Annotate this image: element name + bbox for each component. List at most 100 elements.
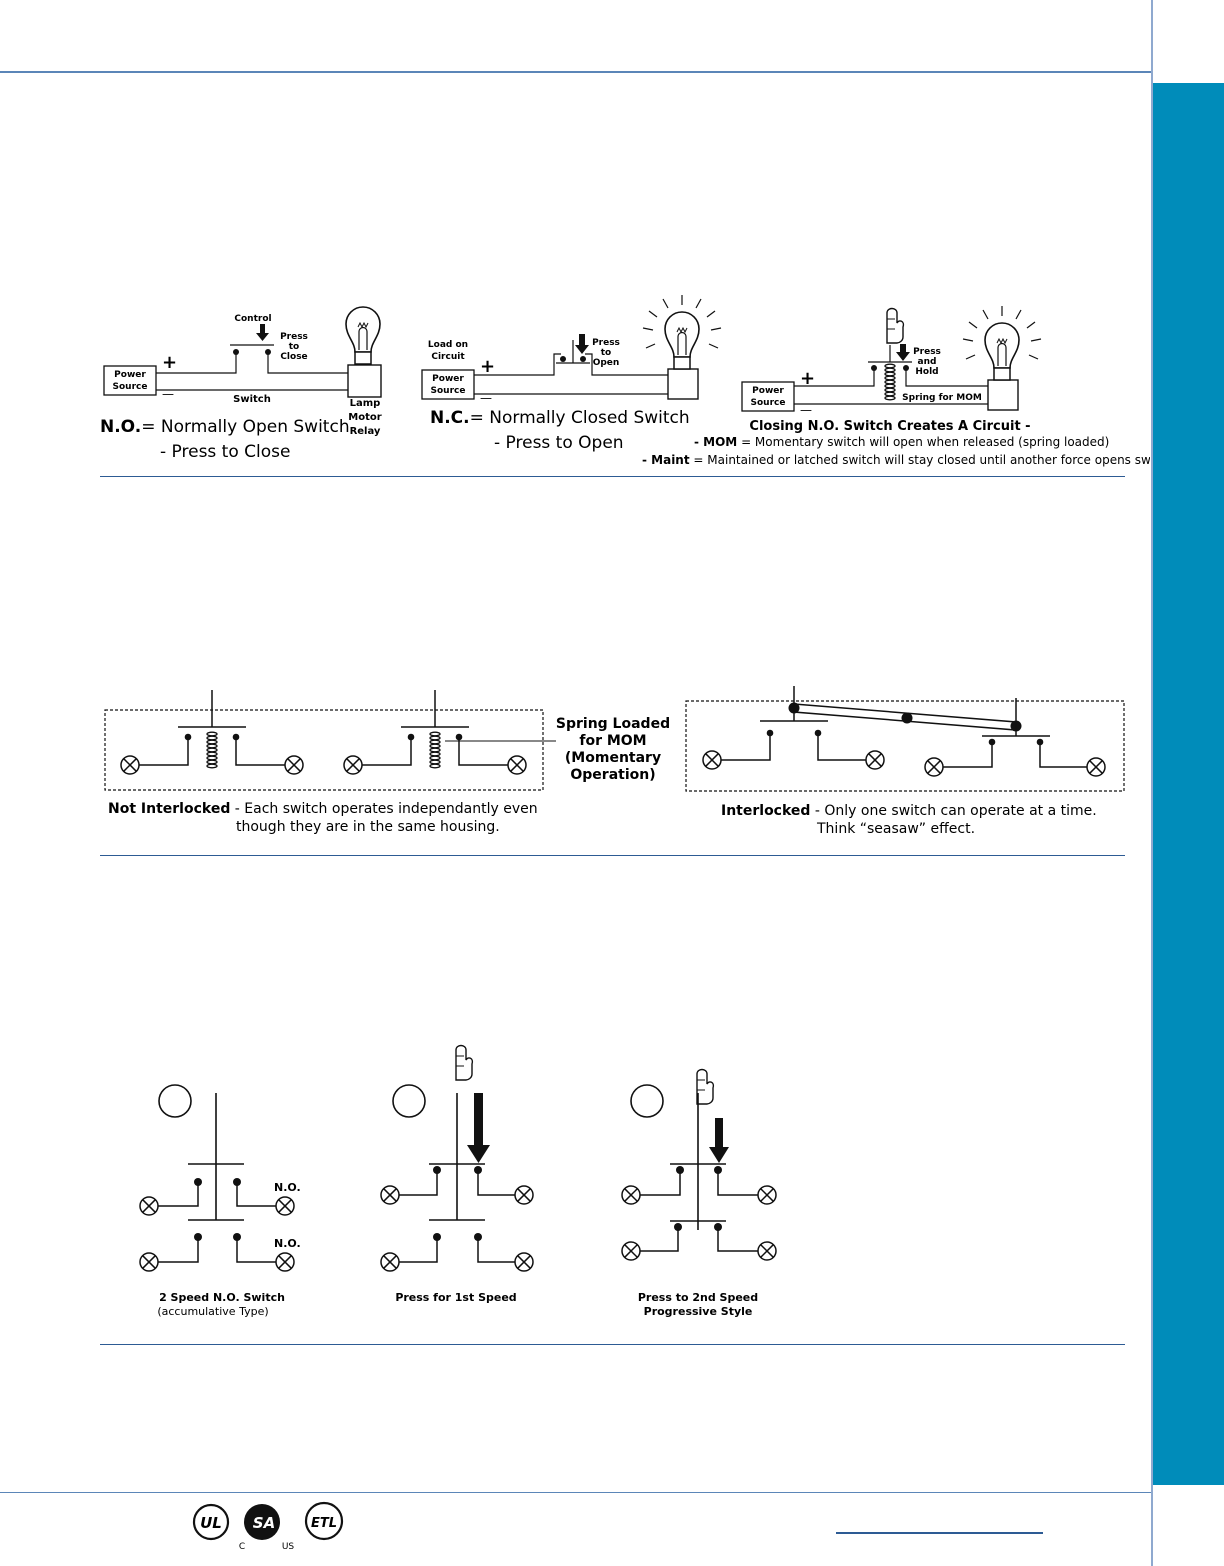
svg-text:C: C [239, 1542, 245, 1552]
press-label: Hold [915, 367, 938, 377]
switch-label: Switch [233, 394, 271, 405]
footer-link-underline[interactable] [836, 1532, 1043, 1534]
spring-icon [429, 731, 441, 769]
press-arrow-shaft [715, 1118, 723, 1148]
contact-dot [233, 349, 239, 355]
wire [158, 1237, 199, 1263]
wire [717, 1170, 758, 1196]
caption: 2 Speed N.O. Switch [159, 1291, 285, 1304]
wire [399, 1170, 438, 1196]
top-rule [0, 71, 1152, 73]
section-separator-1 [100, 476, 1125, 477]
contact-dot [560, 356, 566, 362]
lamp-icon [275, 1196, 295, 1216]
load-label: Lamp [350, 398, 381, 409]
wire [236, 1237, 276, 1263]
finger-press-icon [696, 1068, 715, 1105]
power-source-label: Source [113, 382, 148, 392]
wire [158, 1182, 199, 1207]
lamp-icon [514, 1185, 534, 1205]
no-label: N.O. [274, 1237, 301, 1250]
power-source-label: Source [751, 398, 786, 408]
svg-text:ETL: ETL [311, 1516, 337, 1531]
press-arrow-icon [467, 1145, 490, 1163]
power-source-box [421, 369, 475, 400]
wire-positive [474, 353, 561, 376]
interlocked-diagram: Interlocked - Only one switch can operat… [685, 686, 1125, 837]
load-on-circuit-label: Circuit [431, 352, 465, 362]
pivot-dot [901, 712, 913, 724]
power-source-label: Source [431, 386, 466, 396]
wire-to-load [585, 353, 668, 376]
mom-switch-diagram: Power Source + — Press and Hold Spring f… [642, 305, 1150, 467]
minus-sign: — [480, 391, 492, 405]
step-circle [158, 1084, 192, 1118]
csa-logo: SA C US [239, 1504, 294, 1552]
press-arrow-shaft [474, 1093, 483, 1145]
power-source-label: Power [752, 386, 784, 396]
minus-sign: — [162, 387, 174, 401]
caption: Progressive Style [644, 1305, 753, 1318]
nc-switch-diagram: Load on Circuit Power Source + — Press t… [421, 294, 722, 453]
two-speed-diagram-second: Press to 2nd Speed Progressive Style [621, 1068, 777, 1318]
wire [458, 737, 508, 766]
lamp-bulb-icon [664, 311, 700, 370]
lamp-bulb-icon [984, 322, 1020, 381]
press-label: to [289, 342, 300, 352]
finger-press-icon [886, 307, 905, 344]
press-arrow-icon [709, 1147, 729, 1163]
spring-callout: Operation) [570, 767, 655, 783]
not-interlocked-caption: Not Interlocked - Each switch operates i… [108, 801, 538, 817]
load-box [347, 364, 382, 398]
lamp-icon [1086, 757, 1106, 777]
finger-press-icon [455, 1044, 474, 1081]
press-label: to [601, 348, 612, 358]
side-tab [1153, 83, 1224, 1485]
svg-text:UL: UL [200, 1514, 222, 1532]
wire [640, 1170, 681, 1196]
power-source-box [103, 365, 157, 396]
caption: Press for 1st Speed [395, 1291, 516, 1304]
spring-icon [206, 731, 218, 769]
wire [235, 737, 285, 766]
spring-icon [884, 363, 896, 401]
lamp-icon [621, 1241, 641, 1261]
spring-callout: Spring Loaded [556, 716, 670, 732]
mom-title: Closing N.O. Switch Creates A Circuit - [749, 419, 1030, 434]
load-label: Motor [348, 412, 381, 423]
nc-title: N.C.= Normally Closed Switch [430, 408, 690, 428]
lamp-icon [507, 755, 527, 775]
wire [640, 1227, 679, 1252]
no-subtitle: - Press to Close [160, 442, 290, 462]
wire [477, 1170, 515, 1196]
lamp-icon [924, 757, 944, 777]
lamp-icon [621, 1185, 641, 1205]
lamp-icon [284, 755, 304, 775]
wire [721, 733, 771, 761]
two-speed-diagram-first: Press for 1st Speed [380, 1044, 534, 1304]
caption: Press to 2nd Speed [638, 1291, 758, 1304]
housing-outline [104, 709, 544, 791]
press-arrow-icon [896, 344, 910, 361]
plus-sign: + [800, 368, 815, 389]
load-label: Relay [350, 426, 381, 437]
bottom-rule [0, 1492, 1152, 1493]
no-label: N.O. [274, 1181, 301, 1194]
press-label: Close [280, 352, 307, 362]
two-speed-diagram-idle: N.O. N.O. 2 Speed N.O. Switch (accumulat… [139, 1084, 301, 1318]
plus-sign: + [480, 356, 495, 377]
wire [399, 1237, 438, 1263]
etl-logo: ETL [304, 1501, 344, 1541]
ul-logo: UL [192, 1503, 230, 1541]
spring-callout: for MOM [579, 733, 646, 749]
step-circle [392, 1084, 426, 1118]
press-label: Press [913, 347, 941, 357]
lamp-icon [139, 1196, 159, 1216]
wire [139, 737, 189, 766]
press-label: Press [280, 332, 308, 342]
press-arrow-icon [575, 334, 589, 354]
lamp-icon [702, 750, 722, 770]
lamp-icon [275, 1252, 295, 1272]
wire [1039, 742, 1087, 768]
not-interlocked-diagram: Spring Loaded for MOM (Momentary Operati… [104, 690, 670, 835]
